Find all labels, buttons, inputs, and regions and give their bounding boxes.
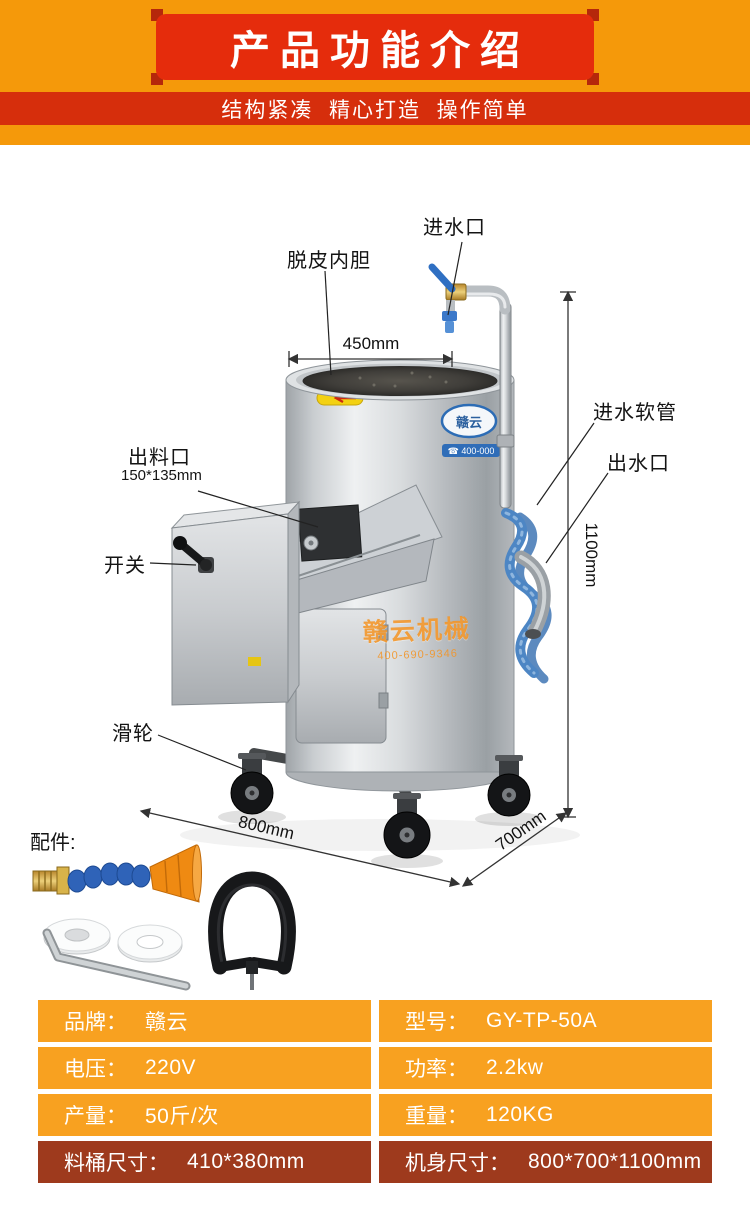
accessory-hex-wrench [42, 928, 191, 991]
label-discharge-size: 150*135mm [121, 467, 202, 484]
spec-barrel-size-value: 410*380mm [187, 1150, 305, 1173]
spec-power: 功率： 2.2kw [379, 1047, 712, 1089]
page-subtitle: 结构紧凑 精心打造 操作简单 [221, 98, 529, 122]
spec-voltage-value: 220V [145, 1056, 197, 1079]
spec-model-value: GY-TP-50A [486, 1009, 598, 1032]
spec-capacity-label: 产量： [64, 1105, 127, 1128]
caster-left [230, 753, 274, 815]
label-inner-liner: 脱皮内胆 [287, 250, 371, 272]
door-hinge [378, 692, 389, 709]
label-water-inlet: 进水口 [423, 217, 486, 239]
spec-power-value: 2.2kw [486, 1056, 544, 1079]
header: 产品功能介绍 结构紧凑 精心打造 操作简单 [0, 0, 750, 145]
spec-barrel-size-label: 料桶尺寸： [64, 1152, 169, 1175]
label-discharge-outlet: 出料口 [128, 447, 191, 469]
spec-brand-value: 赣云 [145, 1011, 188, 1034]
dimension-1100mm-label: 1100mm [582, 523, 601, 588]
spec-barrel-size: 料桶尺寸： 410*380mm [38, 1141, 371, 1183]
spec-model: 型号： GY-TP-50A [379, 1000, 712, 1042]
spec-row: 料桶尺寸： 410*380mm 机身尺寸： 800*700*1100mm [38, 1141, 712, 1183]
spec-body-size-value: 800*700*1100mm [528, 1150, 702, 1173]
drum-inner-liner [285, 359, 515, 401]
machine-illustration: 赣云 ☎ 400-000 [32, 241, 609, 991]
door-hinge [378, 624, 389, 641]
outlet-pipe [514, 550, 551, 639]
power-switch-lever [173, 536, 214, 573]
accessory-handle [208, 871, 296, 990]
spec-voltage: 电压： 220V [38, 1047, 371, 1089]
accessory-tape-rolls [43, 918, 183, 963]
label-power-switch: 开关 [104, 555, 146, 577]
spec-model-label: 型号： [405, 1011, 468, 1034]
spec-weight: 重量： 120KG [379, 1094, 712, 1136]
spec-body-size: 机身尺寸： 800*700*1100mm [379, 1141, 712, 1183]
drum-door [284, 608, 389, 744]
hotline-strip: ☎ 400-000 [442, 444, 500, 457]
spec-row: 品牌： 赣云 型号： GY-TP-50A [38, 1000, 712, 1042]
spec-voltage-label: 电压： [64, 1058, 127, 1081]
dimension-1100mm: 1100mm [560, 290, 601, 819]
label-inlet-hose: 进水软管 [593, 402, 677, 424]
brand-badge: 赣云 [440, 403, 498, 439]
dimension-450mm-label: 450mm [343, 334, 400, 353]
accessories-label: 配件: [30, 832, 76, 854]
accessory-nozzle [32, 844, 202, 903]
spec-weight-value: 120KG [486, 1103, 554, 1126]
annotation-leader-lines [149, 241, 609, 771]
inlet-hose [501, 508, 552, 684]
title-banner: 产品功能介绍 [156, 14, 594, 80]
spec-weight-label: 重量： [405, 1105, 468, 1128]
caster-front [383, 793, 431, 859]
dimension-450mm: 450mm [287, 334, 454, 367]
machine-diagram: 赣云 ☎ 400-000 [0, 145, 750, 1000]
spec-row: 产量： 50斤/次 重量： 120KG [38, 1094, 712, 1136]
spec-power-label: 功率： [405, 1058, 468, 1081]
spec-body-size-label: 机身尺寸： [405, 1152, 510, 1175]
spec-capacity: 产量： 50斤/次 [38, 1094, 371, 1136]
switch-box [170, 500, 301, 706]
spec-capacity-value: 50斤/次 [145, 1105, 219, 1128]
page-title: 产品功能介绍 [230, 29, 530, 73]
inlet-valve [428, 263, 467, 333]
spec-table: 品牌： 赣云 型号： GY-TP-50A 电压： 220V 功率： 2.2kw … [38, 1000, 712, 1188]
spec-brand: 品牌： 赣云 [38, 1000, 371, 1042]
discharge-chute [253, 484, 443, 622]
warning-sticker [248, 657, 261, 666]
title-banner-wrap: 产品功能介绍 [151, 9, 599, 85]
inlet-pipe [428, 263, 515, 509]
hotline-text: ☎ 400-000 [448, 446, 495, 456]
brand-badge-text: 赣云 [456, 415, 482, 430]
spec-row: 电压： 220V 功率： 2.2kw [38, 1047, 712, 1089]
subtitle-strip: 结构紧凑 精心打造 操作简单 [0, 92, 750, 125]
spec-brand-label: 品牌： [64, 1011, 127, 1034]
label-caster: 滑轮 [112, 723, 154, 745]
label-water-outlet: 出水口 [607, 453, 670, 475]
